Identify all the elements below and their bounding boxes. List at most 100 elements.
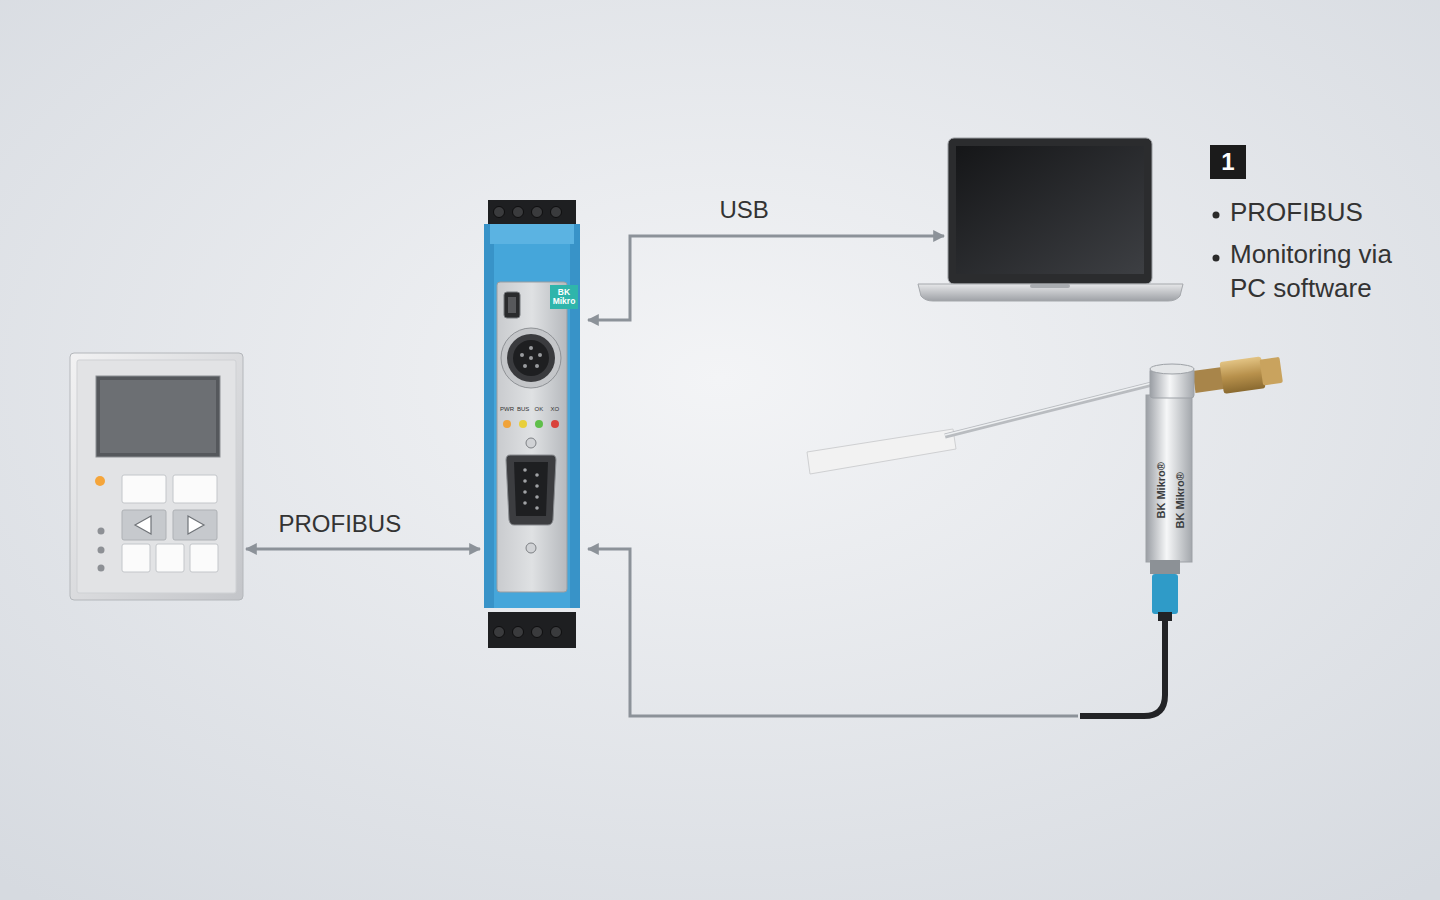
connection-label: USB (720, 196, 769, 224)
evaluation-module-part (497, 282, 567, 592)
flow-sensor-part (945, 383, 1152, 435)
evaluation-module-part (535, 473, 539, 477)
flow-sensor-part-part (1220, 356, 1266, 394)
evaluation-module-part (513, 627, 524, 638)
control-panel-part (135, 516, 151, 534)
evaluation-module-part (488, 612, 576, 648)
sensor-brand: BK Mikro® (1155, 462, 1168, 518)
evaluation-module-part (523, 468, 527, 472)
evaluation-module-part (520, 353, 524, 357)
evaluation-module-part (526, 438, 536, 448)
sensor-wire (588, 549, 1078, 716)
control-panel-part (188, 516, 204, 534)
led-label: XO (551, 406, 560, 413)
bullet-dots-part (1213, 212, 1220, 219)
flow-sensor-part (1192, 354, 1284, 398)
evaluation-module-part (519, 420, 527, 428)
control-panel-part (173, 475, 217, 503)
control-panel-part (98, 528, 105, 535)
evaluation-module-part (529, 356, 533, 360)
led-label: OK (535, 406, 544, 413)
evaluation-module-part (535, 364, 539, 368)
control-panel-part (95, 476, 105, 486)
connection-label: PROFIBUS (279, 510, 402, 538)
brand-logo: BK Mikro (550, 285, 578, 309)
node-text: 1 (1221, 149, 1234, 175)
flow-sensor-part-part (1192, 367, 1225, 393)
control-panel-part (156, 544, 184, 572)
evaluation-module-part (523, 501, 527, 505)
flow-sensor-part (945, 384, 1152, 436)
control-panel-part (122, 510, 166, 540)
evaluation-module-part (501, 328, 561, 388)
laptop-part (956, 146, 1144, 274)
profibus-wire-part (246, 548, 480, 551)
bullet-dots-part (1213, 255, 1220, 262)
evaluation-module (484, 200, 580, 648)
evaluation-module-part (506, 455, 556, 525)
evaluation-module-part (494, 627, 505, 638)
control-panel-part (190, 544, 218, 572)
evaluation-module-part (514, 462, 548, 516)
profibus-wire (246, 548, 480, 551)
evaluation-module-part (494, 207, 505, 218)
control-panel-part (122, 544, 150, 572)
evaluation-module-part (570, 224, 580, 608)
evaluation-module-part (551, 420, 559, 428)
flow-sensor-part-part (1260, 357, 1283, 386)
evaluation-module-part (532, 207, 543, 218)
flow-sensor-part (807, 429, 956, 474)
evaluation-module-part (484, 224, 494, 608)
evaluation-module-part (503, 420, 511, 428)
sensor-wire-part (588, 549, 1078, 716)
control-panel-part (70, 353, 243, 600)
evaluation-module-part (535, 420, 543, 428)
evaluation-module-part (523, 364, 527, 368)
flow-sensor-part (1152, 574, 1178, 614)
evaluation-module-part (488, 200, 576, 226)
evaluation-module-part (538, 353, 542, 357)
control-panel-part (100, 380, 216, 453)
flow-sensor-part (1146, 395, 1192, 562)
feature-bullet: PROFIBUS (1230, 198, 1363, 228)
bullet-dots (1213, 212, 1220, 262)
control-panel-part (77, 360, 236, 593)
evaluation-module-part (535, 495, 539, 499)
control-panel-part (173, 510, 217, 540)
control-panel-part (96, 376, 220, 457)
evaluation-module-part (513, 340, 549, 376)
flow-sensor-part (1158, 612, 1172, 621)
laptop-part (918, 284, 1183, 301)
led-label: BUS (517, 406, 529, 413)
laptop-part (1030, 284, 1070, 288)
evaluation-module-part (523, 490, 527, 494)
laptop (918, 138, 1183, 301)
flow-sensor-part (1080, 620, 1165, 716)
evaluation-module-part (529, 346, 533, 350)
evaluation-module-part (526, 543, 536, 553)
flow-sensor-part (1150, 364, 1194, 374)
evaluation-module-part (551, 207, 562, 218)
evaluation-module-part (507, 334, 555, 382)
evaluation-module-part (490, 224, 574, 244)
flow-sensor (807, 354, 1283, 716)
evaluation-module-part (532, 627, 543, 638)
evaluation-module-part (508, 297, 516, 313)
evaluation-module-part (523, 479, 527, 483)
evaluation-module-part (484, 224, 580, 608)
laptop-part (948, 138, 1152, 284)
control-panel (70, 353, 243, 600)
usb-wire-part (588, 236, 944, 320)
control-panel-part (98, 565, 105, 572)
control-panel-part (98, 547, 105, 554)
usb-wire (588, 236, 944, 320)
callout-number: 1 (1210, 145, 1246, 179)
evaluation-module-part (535, 506, 539, 510)
flow-sensor-part (1150, 560, 1180, 574)
evaluation-module-part (535, 484, 539, 488)
